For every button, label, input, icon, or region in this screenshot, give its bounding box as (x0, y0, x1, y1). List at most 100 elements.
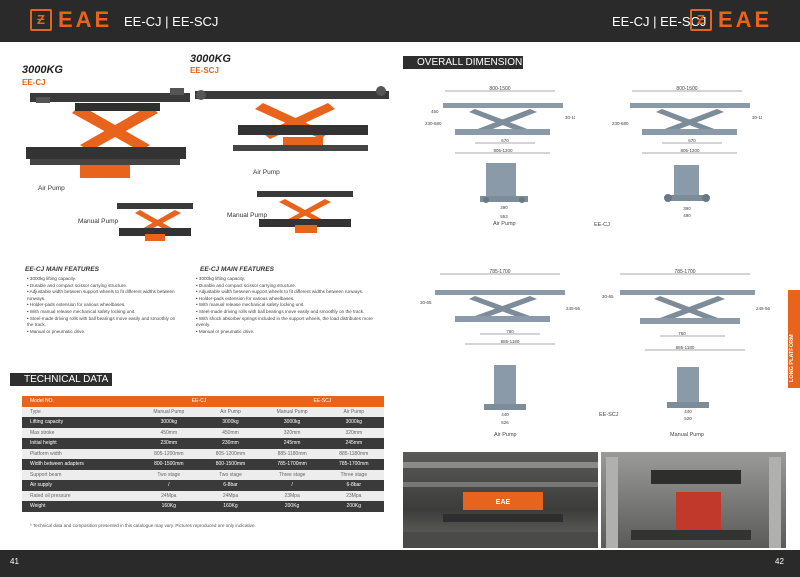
table-cell: Air Pump (200, 406, 261, 417)
table-cell: Support beam (22, 469, 138, 480)
left-page-models: EE-CJ | EE-SCJ (124, 14, 219, 29)
table-cell: Rated oil pressure (22, 490, 138, 501)
table-cell: / (137, 480, 201, 491)
footer-bar (0, 550, 800, 577)
brand-name-right: EAE (718, 7, 773, 32)
table-cell: 6-8bar (200, 480, 261, 491)
feature-item: 3000kg lifting capacity. (27, 276, 177, 283)
feature-item: Adjustable width between support wheels … (196, 289, 386, 296)
table-cell: Two stage (200, 469, 261, 480)
table-cell: 805-1200mm (200, 448, 261, 459)
disclaimer-note: * Technical data and composition present… (30, 523, 256, 528)
table-cell: Three stage (260, 469, 324, 480)
installation-photo-2 (601, 452, 786, 548)
dim-label: 670 (688, 138, 696, 143)
dim-label: 390 (683, 206, 691, 211)
table-cell: Manual Pump (260, 406, 324, 417)
technical-data-title: TECHNICAL DATA (10, 373, 112, 386)
table-cell: 23Mpa (323, 490, 384, 501)
table-cell: 800-1500mm (200, 459, 261, 470)
dim-label: 230-680 (612, 121, 629, 126)
lift-plate-label: EAE (496, 499, 511, 506)
feature-item: With manual release mechanical safety lo… (27, 309, 177, 316)
features-cj-title: EE-CJ MAIN FEATURES (25, 266, 99, 273)
feature-item: Manual or pneumatic drive. (27, 329, 177, 336)
feature-item: Adjustable width between support wheels … (27, 289, 177, 302)
dim-label: 553 (500, 214, 508, 219)
header-bar (0, 0, 800, 42)
table-cell: Three stage (323, 469, 384, 480)
side-view-scj-manual: 440 520 (667, 367, 709, 421)
feature-item: Steel-made driving rolls with ball beari… (196, 309, 386, 316)
dim-label: 626 (501, 420, 509, 425)
long-platform-tab: LONG PLATFORM (788, 290, 800, 388)
page-number-right: 42 (775, 557, 784, 566)
table-cell: Weight (22, 501, 138, 512)
table-cell: 785-1700mm (260, 459, 324, 470)
feature-item: 3000kg lifting capacity. (196, 276, 386, 283)
dim-label: 440 (501, 412, 509, 417)
feature-item: With manual release mechanical safety lo… (196, 302, 386, 309)
table-cell: 320mm (260, 427, 324, 438)
table-cell: 805-1200mm (137, 448, 201, 459)
table-row: Air supply/6-8bar/6-8bar (22, 480, 384, 491)
dimension-drawing-cj-manual: 800-1500 230-680 30-110 670 805-1200 (612, 86, 762, 154)
table-header-row: Model NO. EE-CJ EE-SCJ (22, 396, 384, 407)
table-cell: Air Pump (323, 406, 384, 417)
dim-label: 450 (431, 109, 439, 114)
feature-item: Durable and compact scissor carrying str… (196, 283, 386, 290)
brand-logo-icon: Ƶ (30, 9, 52, 31)
right-page-models: EE-CJ | EE-SCJ (612, 14, 707, 29)
table-cell: 450mm (137, 427, 201, 438)
table-cell: Width between adapters (22, 459, 138, 470)
dimension-drawing-cj-air: 800-1500 450 230-680 30-110 670 805-1200 (425, 86, 575, 154)
dim-label: 245-565 (756, 306, 770, 311)
dim-label: 760 (678, 331, 686, 336)
dim-label: 30-65 (602, 294, 614, 299)
table-cell: 23Mpa (260, 490, 324, 501)
table-cell: Lifting capacity (22, 417, 138, 428)
table-cell: Manual Pump (137, 406, 201, 417)
table-cell: 450mm (200, 427, 261, 438)
dim-label: 885-1180 (676, 345, 695, 350)
dimension-drawing-scj-air: 785-1700 30-65 245-565 760 885-1180 (420, 269, 580, 345)
table-cell: EE-CJ (137, 396, 261, 407)
features-scj-title: EE-CJ MAIN FEATURES (200, 266, 274, 273)
side-view-cj-air: 390 553 (480, 163, 528, 219)
table-cell: 885-1180mm (260, 448, 324, 459)
caption-air-pump-2: Air Pump (253, 169, 280, 176)
dim-label: 490 (683, 213, 691, 218)
feature-item: Durable and compact scissor carrying str… (27, 283, 177, 290)
features-scj-list: 3000kg lifting capacity. Durable and com… (196, 276, 386, 335)
dim-label: 805-1200 (680, 148, 700, 153)
feature-item: With shock absorber springs included in … (196, 316, 386, 329)
dim-label: 805-1200 (493, 148, 513, 153)
dim-label: 390 (500, 205, 508, 210)
brand-name: EAE (58, 7, 113, 32)
table-cell: 800-1500mm (137, 459, 201, 470)
table-cell: 24Mpa (200, 490, 261, 501)
ee-cj-manual-pump-image (117, 203, 193, 241)
table-cell: 785-1700mm (323, 459, 384, 470)
page-number-left: 41 (10, 557, 19, 566)
table-cell: 200Kg (323, 501, 384, 512)
caption-dim-ee-scj: EE-SCJ (599, 412, 619, 418)
dim-label: 230-680 (425, 121, 442, 126)
table-cell: 3000kg (137, 417, 201, 428)
ee-cj-air-pump-image (26, 88, 190, 178)
table-cell: Type (22, 406, 138, 417)
dim-label: 30-110 (752, 115, 762, 120)
table-cell: 3000kg (200, 417, 261, 428)
dim-label: 520 (684, 416, 692, 421)
dim-label: 785-1700 (674, 269, 695, 275)
dim-label: 800-1500 (676, 86, 697, 92)
caption-manual-pump-2: Manual Pump (227, 212, 268, 219)
table-cell: 320mm (323, 427, 384, 438)
